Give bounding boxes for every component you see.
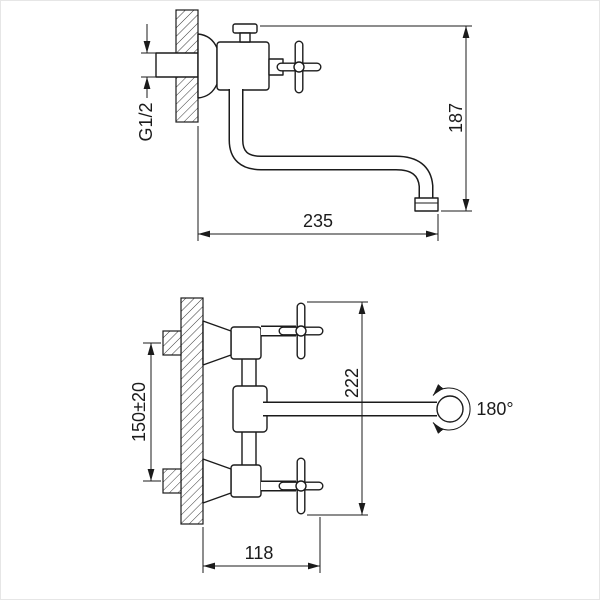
bonnet-neck xyxy=(239,32,251,43)
valve-body-bottom xyxy=(230,464,262,498)
spout-end xyxy=(436,395,464,423)
dim-label-118: 118 xyxy=(245,543,274,563)
spout-side-outline xyxy=(228,89,434,198)
dim-label-180: 180° xyxy=(476,399,513,419)
dim-label-222: 222 xyxy=(342,368,362,398)
escutcheon-front-top xyxy=(202,320,232,366)
escutcheon-side xyxy=(197,33,218,99)
aerator xyxy=(414,197,439,212)
cross-handle-side-hub xyxy=(293,61,305,73)
cross-handle-top-hub xyxy=(295,325,307,337)
dim-label-150: 150±20 xyxy=(129,382,149,442)
thread-size-label: G1/2 xyxy=(136,102,156,141)
side-view: G1/2 187 235 xyxy=(136,9,472,241)
supply-fitting-bottom xyxy=(162,468,182,494)
dim-label-187: 187 xyxy=(446,103,466,133)
bonnet-cap xyxy=(232,23,258,34)
swivel-arc-arrow-icon xyxy=(432,384,471,434)
cross-handle-bottom-hub xyxy=(295,480,307,492)
connector-tube-top xyxy=(241,355,257,391)
mixer-body-center xyxy=(232,385,268,433)
valve-body-top xyxy=(230,326,262,360)
supply-fitting-top xyxy=(162,330,182,356)
valve-body-side xyxy=(216,41,270,91)
supply-pipe xyxy=(155,52,199,78)
connector-tube-bottom xyxy=(241,427,257,469)
dim-label-235: 235 xyxy=(303,211,333,231)
wall-section-front xyxy=(180,297,204,525)
front-view: 150±20 xyxy=(129,297,514,573)
escutcheon-front-bottom xyxy=(202,458,232,504)
spout-side-fill xyxy=(230,89,432,198)
